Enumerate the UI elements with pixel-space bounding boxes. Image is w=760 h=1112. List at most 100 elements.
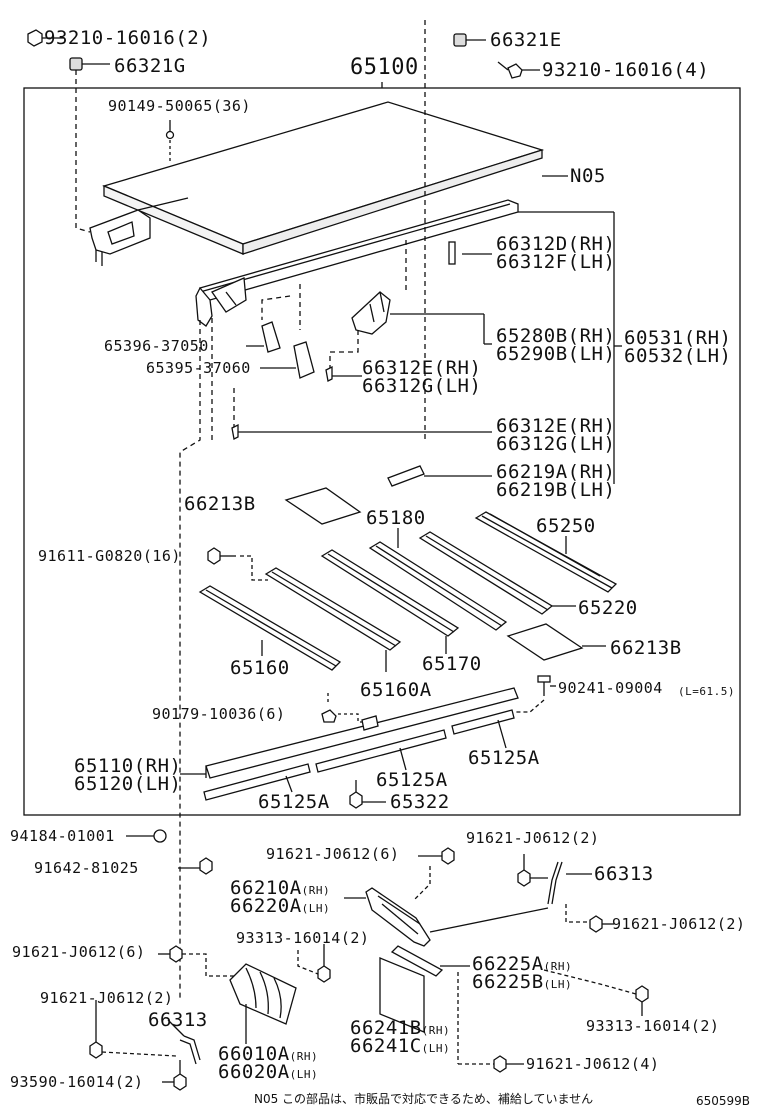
label-60531: 60531(RH) xyxy=(624,327,732,349)
strip-65125A-mid xyxy=(315,729,447,773)
gusset-65396 xyxy=(261,321,281,353)
label-66213B-top: 66213B xyxy=(184,493,256,515)
bolt-91611-icon xyxy=(207,547,268,581)
label-91621-6-left: 91621-J0612(6) xyxy=(12,943,146,961)
label-93210-16016-4: 93210-16016(4) xyxy=(542,59,710,81)
label-66241C: 66241C(LH) xyxy=(350,1035,451,1057)
label-90179: 90179-10036(6) xyxy=(152,705,286,723)
label-90149: 90149-50065(36) xyxy=(108,97,251,115)
label-66312F: 66312F(LH) xyxy=(496,251,616,273)
label-91621-4: 91621-J0612(4) xyxy=(526,1055,660,1073)
label-66312E-a: 66312E(RH) xyxy=(362,357,482,379)
label-65100: 65100 xyxy=(350,55,419,80)
pin-66312D-icon xyxy=(448,241,456,265)
label-66241B: 66241B(RH) xyxy=(350,1017,451,1039)
bolt-90241-icon xyxy=(514,675,556,713)
bolt-93590-icon xyxy=(162,1060,187,1091)
label-65160A: 65160A xyxy=(360,679,432,701)
sill-65160A xyxy=(264,567,402,651)
label-65170: 65170 xyxy=(422,653,482,675)
clip-66321G-icon xyxy=(69,57,110,71)
label-65290B: 65290B(LH) xyxy=(496,343,616,365)
label-66313-left: 66313 xyxy=(148,1009,208,1031)
plate-66241B xyxy=(379,957,425,1033)
bolt-93313-icon xyxy=(297,944,331,983)
sill-65250 xyxy=(474,511,618,593)
label-91611: 91611-G0820(16) xyxy=(38,547,181,565)
label-93590: 93590-16014(2) xyxy=(10,1073,144,1091)
strap-66313-right xyxy=(547,861,563,905)
label-60532: 60532(LH) xyxy=(624,345,732,367)
label-65395: 65395-37060 xyxy=(146,359,251,377)
label-93313-b: 93313-16014(2) xyxy=(586,1017,720,1035)
label-65322: 65322 xyxy=(390,791,450,813)
footnote-N05: N05 この部品は、市販品で対応できるため、補給していません xyxy=(254,1092,594,1106)
clip-66321E-icon xyxy=(453,33,486,47)
bolt-91642-icon xyxy=(178,857,213,875)
label-65396: 65396-37050 xyxy=(104,337,209,355)
plate-66213B-top xyxy=(284,487,362,525)
label-65280B: 65280B(RH) xyxy=(496,325,616,347)
label-66225A: 66225A(RH) xyxy=(472,953,573,975)
left-bracket xyxy=(89,197,189,266)
label-66010A: 66010A(RH) xyxy=(218,1043,319,1065)
label-65180: 65180 xyxy=(366,507,426,529)
bolt-91621-2c-icon xyxy=(565,904,614,933)
strip-65125A-left xyxy=(203,763,311,801)
label-65220: 65220 xyxy=(578,597,638,619)
side-rail-65110 xyxy=(205,687,519,779)
label-66219B: 66219B(LH) xyxy=(496,479,616,501)
label-91621-2-right: 91621-J0612(2) xyxy=(612,915,746,933)
gusset-65395 xyxy=(293,341,315,379)
label-66020A: 66020A(LH) xyxy=(218,1061,319,1083)
label-91621-2-left: 91621-J0612(2) xyxy=(40,989,174,1007)
label-65250: 65250 xyxy=(536,515,596,537)
label-66321G: 66321G xyxy=(114,55,186,77)
label-91642: 91642-81025 xyxy=(34,859,139,877)
label-94184: 94184-01001 xyxy=(10,827,115,845)
plate-66213B-bottom xyxy=(506,623,584,661)
bolt-91621-4-icon xyxy=(458,1055,524,1073)
sill-65160 xyxy=(198,585,342,671)
bolt-91621-6a-icon xyxy=(413,847,455,901)
strap-66313-left xyxy=(179,1035,201,1065)
label-65125A-left: 65125A xyxy=(258,791,330,813)
label-66312G-b: 66312G(LH) xyxy=(496,433,616,455)
bracket-66219A xyxy=(387,465,425,487)
label-91621-6-top: 91621-J0612(6) xyxy=(266,845,400,863)
sill-65170 xyxy=(320,549,460,637)
label-66225B: 66225B(LH) xyxy=(472,971,573,993)
label-N05: N05 xyxy=(570,165,606,187)
label-66220A: 66220A(LH) xyxy=(230,895,331,917)
bolt-93313-right-icon xyxy=(543,969,649,1016)
bolt-91621-2b-icon xyxy=(517,854,548,887)
washer-94184-icon xyxy=(126,829,167,843)
bracket-65280B xyxy=(351,291,391,335)
label-93210-16016-2: 93210-16016(2) xyxy=(44,27,212,49)
label-66312D: 66312D(RH) xyxy=(496,233,616,255)
label-65110: 65110(RH) xyxy=(74,755,182,777)
bolt-93210-left-icon xyxy=(27,29,64,47)
label-66312G-a: 66312G(LH) xyxy=(362,375,482,397)
strip-66225A xyxy=(390,945,444,977)
bracket-66010A xyxy=(229,963,297,1025)
label-66321E: 66321E xyxy=(490,29,562,51)
label-66313-right: 66313 xyxy=(594,863,654,885)
cross-member-front xyxy=(195,199,519,327)
bolt-91621-2a-icon xyxy=(89,1000,177,1059)
pin-66312E-a-icon xyxy=(325,365,362,382)
label-65125A-mid: 65125A xyxy=(376,769,448,791)
label-66213B-bottom: 66213B xyxy=(610,637,682,659)
sill-65180 xyxy=(368,541,508,631)
deck-panel xyxy=(102,101,545,255)
block-65110-a xyxy=(361,715,379,731)
diagram-code: 650599B xyxy=(696,1094,751,1108)
label-65120: 65120(LH) xyxy=(74,773,182,795)
bracket-66210A xyxy=(365,887,431,947)
label-65125A-right: 65125A xyxy=(468,747,540,769)
strip-65125A-right xyxy=(451,709,515,735)
label-90241: 90241-09004 xyxy=(558,679,663,697)
label-93313-a: 93313-16014(2) xyxy=(236,929,370,947)
label-66312E-b: 66312E(RH) xyxy=(496,415,616,437)
